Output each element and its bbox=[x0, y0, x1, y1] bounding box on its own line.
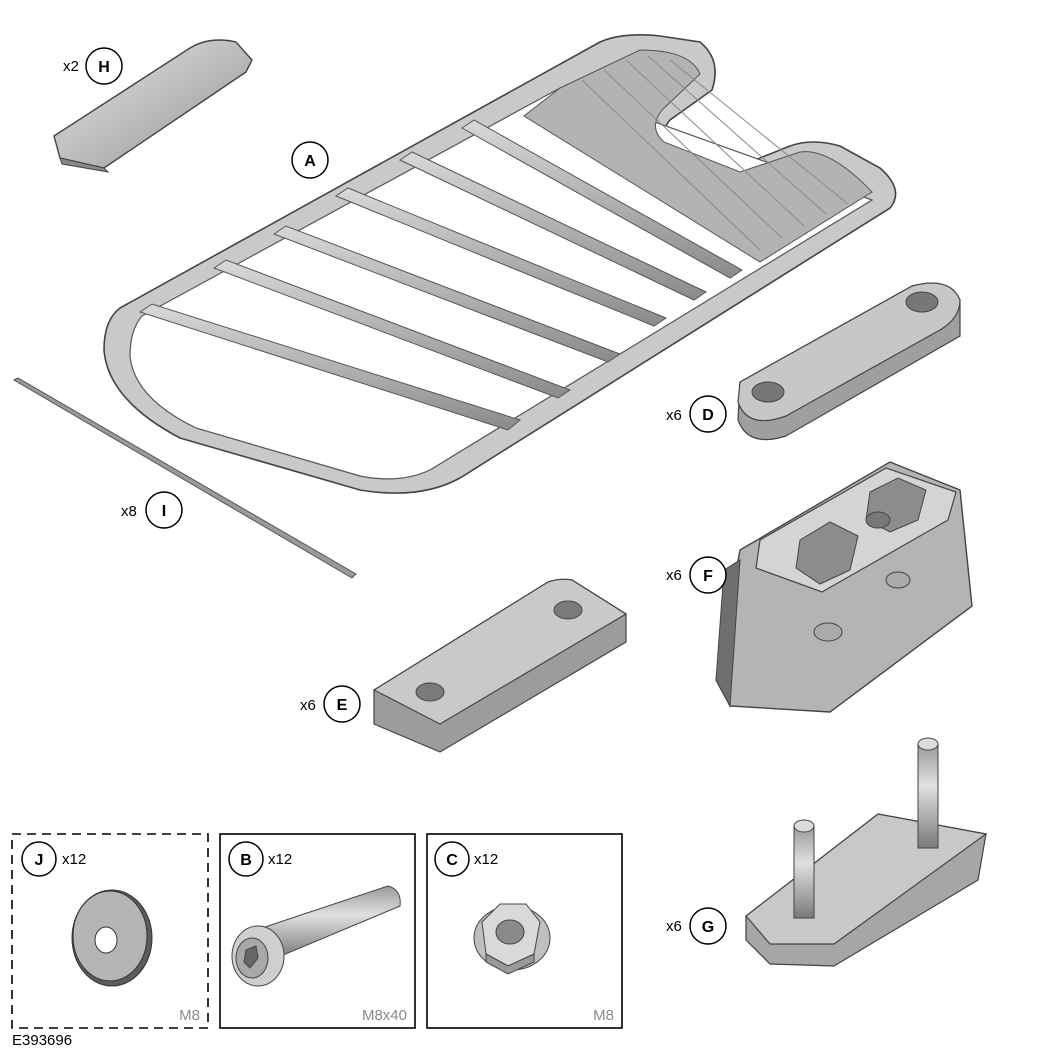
qty-I: x8 bbox=[121, 503, 137, 520]
box-J bbox=[11, 833, 209, 1029]
qty-G: x6 bbox=[666, 918, 682, 935]
qty-B: x12 bbox=[268, 851, 292, 868]
size-J: M8 bbox=[179, 1007, 200, 1024]
box-B bbox=[219, 833, 416, 1029]
callout-B-label: B bbox=[240, 852, 252, 869]
roof-rack-frame-A bbox=[103, 34, 897, 494]
bolt-B bbox=[231, 885, 401, 987]
pin-plate-G bbox=[745, 737, 988, 967]
qty-E: x6 bbox=[300, 697, 316, 714]
end-cap-H bbox=[53, 39, 253, 173]
callout-E-label: E bbox=[337, 697, 348, 714]
callout-E: x6 E bbox=[300, 685, 361, 723]
size-B: M8x40 bbox=[362, 1007, 407, 1024]
callout-J: J x12 M8 bbox=[21, 841, 200, 1024]
callout-J-label: J bbox=[35, 852, 44, 869]
flange-nut-C bbox=[473, 903, 551, 975]
callout-F-label: F bbox=[703, 568, 713, 585]
callout-G: x6 G bbox=[666, 907, 727, 945]
callout-F: x6 F bbox=[666, 556, 727, 594]
callout-G-label: G bbox=[702, 919, 714, 936]
washer-J bbox=[71, 889, 153, 987]
qty-D: x6 bbox=[666, 407, 682, 424]
qty-J: x12 bbox=[62, 851, 86, 868]
callout-D: x6 D bbox=[666, 395, 727, 433]
seal-strip-I bbox=[12, 377, 357, 579]
qty-C: x12 bbox=[474, 851, 498, 868]
callout-B: B x12 M8x40 bbox=[228, 841, 407, 1024]
size-C: M8 bbox=[593, 1007, 614, 1024]
box-C bbox=[426, 833, 623, 1029]
callout-I: x8 I bbox=[121, 491, 183, 529]
callout-D-label: D bbox=[702, 407, 714, 424]
callout-A-label: A bbox=[304, 153, 316, 170]
reference-code: E393696 bbox=[12, 1032, 72, 1049]
callout-I-label: I bbox=[162, 503, 166, 520]
callout-C: C x12 M8 bbox=[434, 841, 614, 1024]
callout-A: A bbox=[291, 141, 329, 179]
callout-H-label: H bbox=[98, 59, 110, 76]
bracket-F bbox=[715, 461, 973, 713]
spacer-D bbox=[737, 282, 961, 441]
qty-F: x6 bbox=[666, 567, 682, 584]
qty-H: x2 bbox=[63, 58, 79, 75]
callout-H: x2 H bbox=[63, 47, 123, 85]
callout-C-label: C bbox=[446, 852, 458, 869]
plate-E bbox=[372, 578, 628, 753]
